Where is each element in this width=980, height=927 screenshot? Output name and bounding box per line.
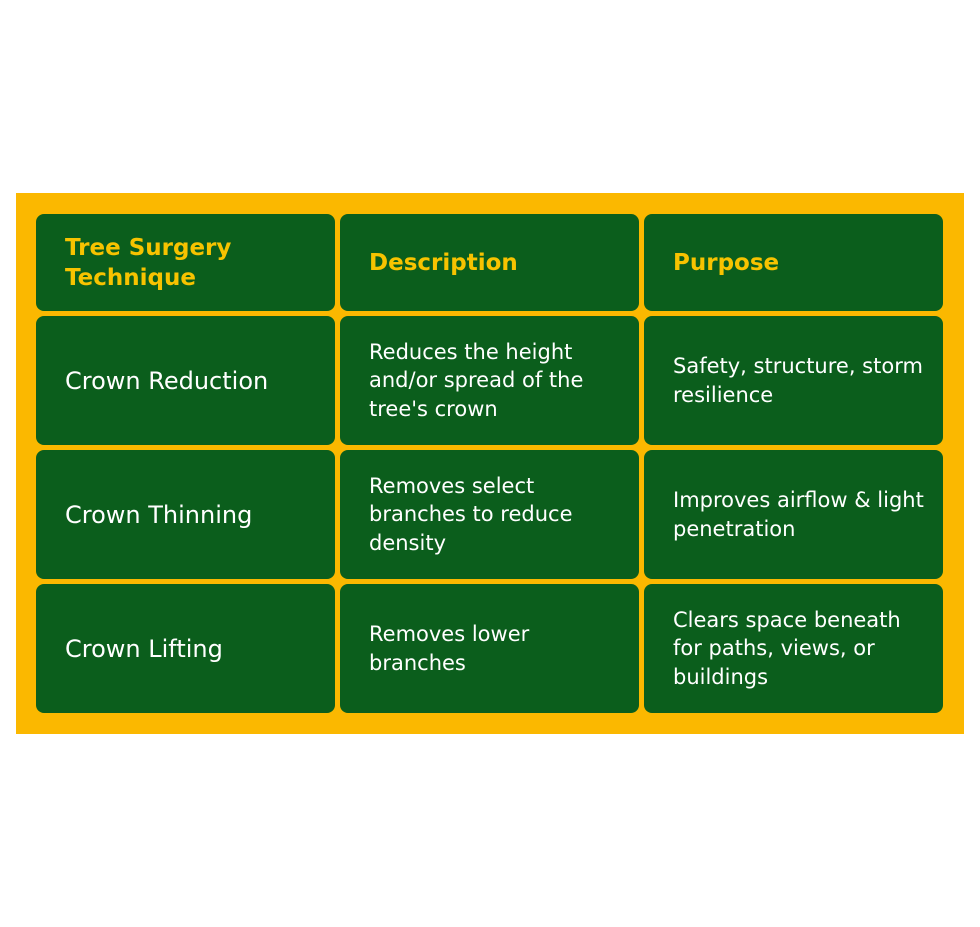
header-cell-description: Description (340, 214, 639, 311)
table-cell-description: Reduces the height and/or spread of the … (340, 316, 639, 445)
table-cell-description: Removes select branches to reduce densit… (340, 450, 639, 579)
table-cell-technique: Crown Lifting (36, 584, 335, 713)
table-cell-purpose: Improves airflow & light penetration (644, 450, 943, 579)
cell-text: Crown Lifting (65, 634, 223, 663)
cell-text: Removes select branches to reduce densit… (369, 473, 573, 555)
table-cell-purpose: Clears space beneath for paths, views, o… (644, 584, 943, 713)
table-cell-technique: Crown Thinning (36, 450, 335, 579)
header-cell-technique: Tree Surgery Technique (36, 214, 335, 311)
cell-text: Improves airflow & light penetration (673, 488, 924, 541)
cell-text: Clears space beneath for paths, views, o… (673, 607, 901, 689)
header-cell-purpose: Purpose (644, 214, 943, 311)
cell-text: Reduces the height and/or spread of the … (369, 339, 584, 421)
header-label: Purpose (673, 249, 780, 276)
cell-text: Removes lower branches (369, 622, 530, 675)
cell-text: Crown Thinning (65, 500, 253, 529)
header-label: Tree Surgery Technique (65, 234, 232, 291)
table-cell-purpose: Safety, structure, storm resilience (644, 316, 943, 445)
table-cell-technique: Crown Reduction (36, 316, 335, 445)
cell-text: Crown Reduction (65, 366, 269, 395)
table-cell-description: Removes lower branches (340, 584, 639, 713)
table-panel: Tree Surgery Technique Description Purpo… (16, 193, 964, 734)
header-label: Description (369, 249, 518, 276)
cell-text: Safety, structure, storm resilience (673, 354, 923, 407)
technique-table: Tree Surgery Technique Description Purpo… (36, 214, 944, 713)
